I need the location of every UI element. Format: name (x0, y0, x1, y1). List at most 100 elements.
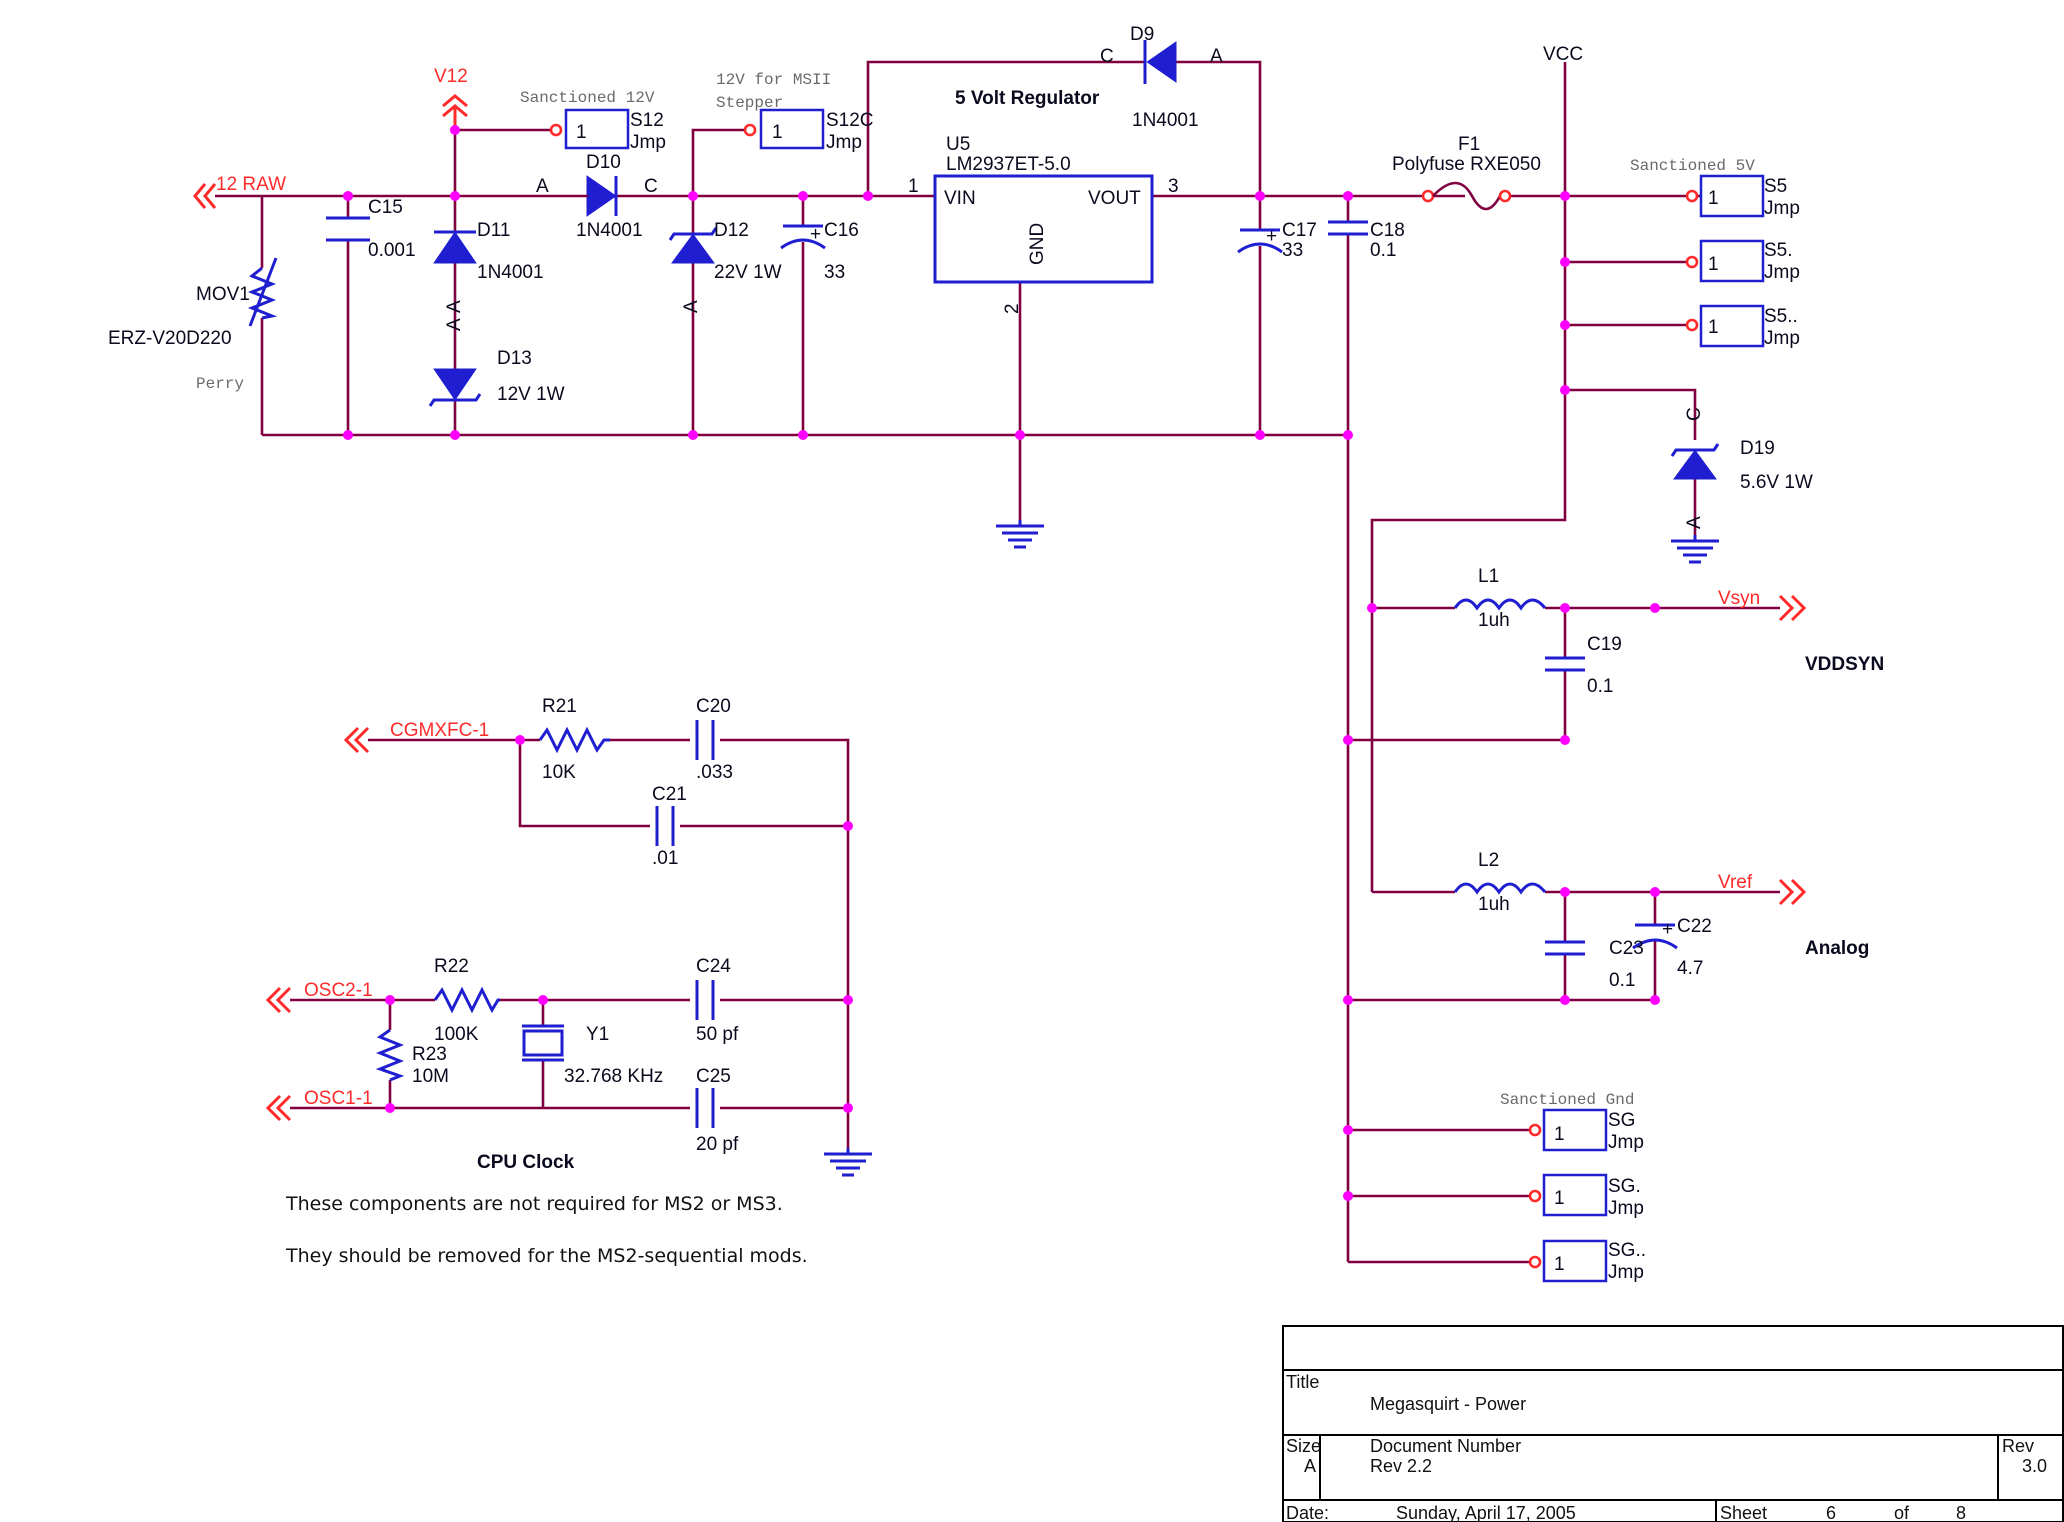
s5b-value: Jmp (1764, 262, 1800, 283)
size-label: Size (1286, 1436, 1321, 1456)
c15-ref: C15 (368, 197, 403, 218)
d10-value: 1N4001 (576, 220, 643, 241)
c20-value: .033 (696, 762, 733, 783)
d11-ref: D11 (477, 220, 510, 241)
r21-value: 10K (542, 762, 576, 783)
net-label-12raw: 12 RAW (216, 174, 286, 195)
d12-value: 22V 1W (714, 262, 782, 283)
u5-vin: VIN (944, 188, 976, 209)
c17-value: 33 (1282, 240, 1303, 261)
s5c-jumper (1685, 304, 1765, 348)
sg-jumper (1528, 1108, 1608, 1152)
u5-vout: VOUT (1088, 188, 1141, 209)
c18-ref: C18 (1370, 220, 1405, 241)
c16-capacitor: + (780, 224, 826, 250)
note-line-2: They should be removed for the MS2-seque… (285, 1245, 808, 1267)
f1-polyfuse (1421, 181, 1512, 211)
d12-pin-a: A (681, 300, 702, 313)
d11-diode (433, 230, 477, 264)
s12-value: Jmp (630, 132, 666, 153)
document-number-label: Document Number (1370, 1436, 1521, 1456)
junction-dots (343, 125, 1660, 1201)
regulator-title: 5 Volt Regulator (955, 88, 1100, 109)
ground-symbol (1671, 535, 1719, 564)
d10-diode (560, 175, 618, 217)
net-arrow-cgmxfc (343, 726, 370, 754)
l2-ref: L2 (1478, 850, 1499, 871)
net-label-cgmxfc: CGMXFC-1 (390, 720, 489, 741)
wires (215, 60, 1780, 1264)
sheet-count: 8 (1956, 1503, 1966, 1522)
s5c-value: Jmp (1764, 328, 1800, 349)
net-label-osc1: OSC1-1 (304, 1088, 373, 1109)
u5-ref: U5 (946, 134, 970, 155)
c16-ref: C16 (824, 220, 859, 241)
c21-capacitor (655, 806, 675, 846)
s12-ref: S12 (630, 110, 664, 131)
y1-ref: Y1 (586, 1024, 609, 1045)
msii-note-line1: 12V for MSII (716, 71, 831, 89)
d10-pin-a: A (536, 176, 549, 197)
c22-capacitor: + (1632, 919, 1678, 950)
r23-value: 10M (412, 1066, 449, 1087)
net-arrow-vref (1778, 878, 1807, 906)
l2-value: 1uh (1478, 894, 1510, 915)
sgc-jumper (1528, 1239, 1608, 1283)
c21-ref: C21 (652, 784, 687, 805)
d19-pin-c: C (1684, 407, 1705, 421)
mov1-ref: MOV1 (196, 284, 250, 305)
svg-text:+: + (810, 224, 821, 245)
c23-ref: C23 (1609, 938, 1644, 959)
c22-value: 4.7 (1677, 958, 1703, 979)
c25-value: 20 pf (696, 1134, 739, 1155)
document-title: Megasquirt - Power (1370, 1394, 1526, 1414)
sanctioned-5v-note: Sanctioned 5V (1630, 157, 1755, 175)
d9-value: 1N4001 (1132, 110, 1199, 131)
mov1-varistor (247, 257, 278, 327)
s5c-ref: S5.. (1764, 306, 1798, 327)
s12-jumper (549, 108, 630, 150)
ground-symbol (996, 520, 1044, 549)
net-label-vsyn: Vsyn (1718, 588, 1760, 609)
r21-ref: R21 (542, 696, 577, 717)
net-arrow-osc2 (265, 986, 292, 1014)
c24-capacitor (695, 980, 715, 1020)
net-arrow-v12 (442, 94, 468, 126)
c18-capacitor (1328, 220, 1368, 236)
d9-ref: D9 (1130, 24, 1154, 45)
sg-ref: SG (1608, 1110, 1635, 1131)
net-label-v12: V12 (434, 66, 468, 87)
svg-text:+: + (1266, 226, 1277, 247)
c21-value: .01 (652, 848, 678, 869)
sgb-jumper (1528, 1173, 1608, 1217)
l1-inductor (1453, 598, 1547, 611)
c23-value: 0.1 (1609, 970, 1635, 991)
sheet-label: Sheet (1720, 1503, 1767, 1522)
s12c-pin: 1 (772, 122, 783, 143)
c23-capacitor (1545, 940, 1585, 956)
r22-resistor (433, 986, 500, 1014)
c15-capacitor (326, 216, 370, 242)
net-label-osc2: OSC2-1 (304, 980, 373, 1001)
msii-note-line2: Stepper (716, 94, 783, 112)
r23-ref: R23 (412, 1044, 447, 1065)
sg-value: Jmp (1608, 1132, 1644, 1153)
c19-value: 0.1 (1587, 676, 1613, 697)
vddsyn-label: VDDSYN (1805, 654, 1884, 675)
d10-pin-c: C (644, 176, 658, 197)
rev-label: Rev (2002, 1436, 2034, 1456)
y1-value: 32.768 KHz (564, 1066, 663, 1087)
d19-pin-a: A (1684, 516, 1705, 529)
y1-crystal (522, 1024, 564, 1062)
r21-resistor (538, 726, 610, 754)
s5c-pin: 1 (1708, 317, 1719, 338)
c17-ref: C17 (1282, 220, 1317, 241)
net-arrow-osc1 (265, 1094, 292, 1122)
net-label-vref: Vref (1718, 872, 1753, 893)
note-line-1: These components are not required for MS… (285, 1193, 783, 1215)
l1-value: 1uh (1478, 610, 1510, 631)
size-value: A (1304, 1456, 1316, 1476)
sgc-pin: 1 (1554, 1254, 1565, 1275)
r22-ref: R22 (434, 956, 469, 977)
